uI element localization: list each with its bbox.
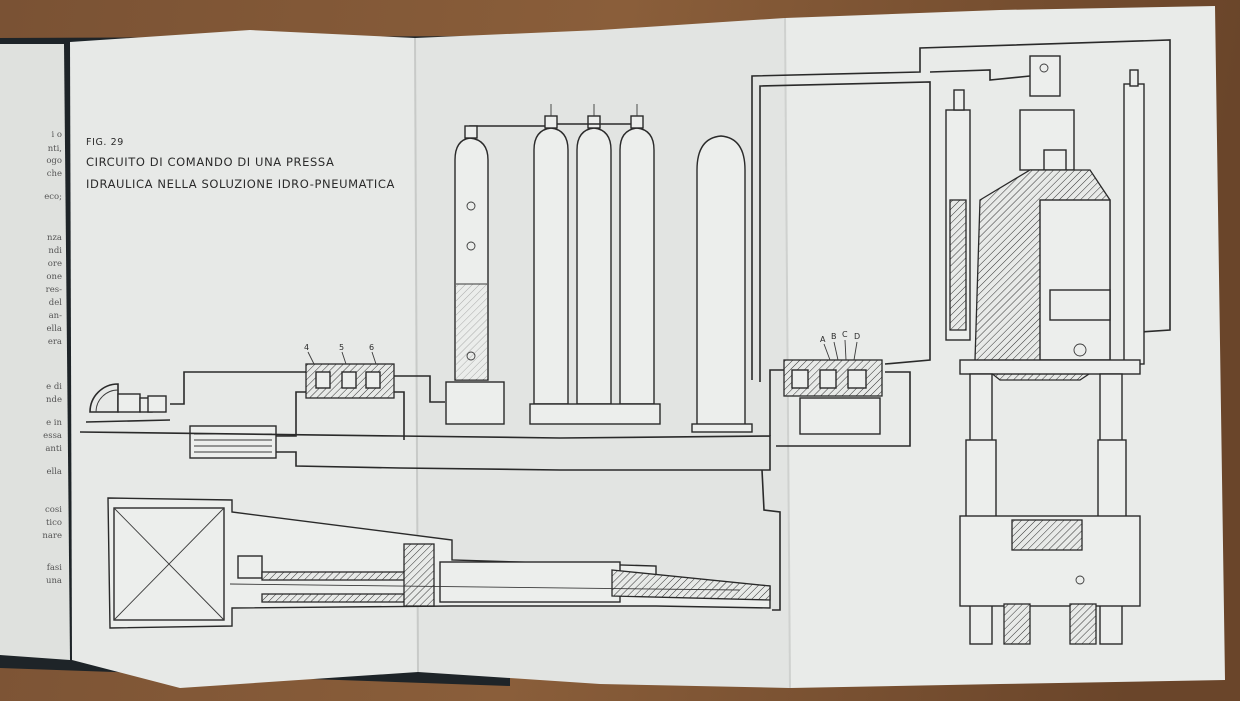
left-page-text-line: e in (46, 418, 62, 428)
valve-label-b: B (831, 332, 837, 341)
left-page-text-line: i o (51, 130, 62, 140)
left-page-text-line: ella (46, 324, 62, 334)
left-page-text-line: essa (43, 431, 62, 441)
left-page-text-line: nti, (48, 144, 62, 154)
left-page-text-line: anti (45, 444, 62, 454)
figure-number: FIG. 29 (86, 137, 124, 148)
valve-label-6: 6 (369, 343, 374, 352)
left-page-text: i o nti, ogo che eco; nza ndi ore one res-del an-e… (42, 130, 62, 586)
gas-cylinders (529, 104, 661, 425)
valve-label-d: D (854, 332, 860, 341)
left-page-text-line: ndi (48, 246, 62, 256)
left-page-text-line: nare (42, 531, 62, 541)
left-page-text-line: fasi (47, 563, 63, 573)
fold-line (784, 17, 791, 689)
air-tank-base (691, 423, 753, 433)
left-page-text-line: nza (47, 233, 62, 243)
figure-title-line-1: CIRCUITO DI COMANDO DI UNA PRESSA (86, 155, 334, 169)
left-page-text-line: una (46, 576, 62, 586)
plunger-cylinder (107, 497, 771, 629)
oil-tank (189, 425, 277, 459)
left-page-text-line: eco; (44, 192, 62, 202)
distributor-valve-right (783, 339, 883, 435)
valve-label-c: C (842, 330, 848, 339)
distributor-valve-left (305, 351, 395, 399)
valve-label-a: A (820, 335, 826, 344)
figure-title-line-2: IDRAULICA NELLA SOLUZIONE IDRO-PNEUMATIC… (86, 177, 395, 191)
valve-label-5: 5 (339, 343, 344, 352)
motor-pump (85, 383, 171, 423)
left-page-text-line: an- (49, 311, 63, 321)
left-page-text-line: del (49, 298, 62, 308)
accumulator-with-gauge (445, 125, 505, 425)
valve-label-4: 4 (304, 343, 309, 352)
left-page-text-line: res- (46, 285, 62, 295)
left-page-text-line: ogo (46, 156, 62, 166)
left-page-text-line: tico (46, 518, 62, 528)
left-page-text-line: che (47, 169, 62, 179)
hydraulic-press (945, 55, 1145, 645)
left-page-text-line: era (48, 337, 62, 347)
left-page-text-line: ore (48, 259, 62, 269)
air-tank (696, 135, 746, 429)
left-page-text-line: ella (46, 467, 62, 477)
left-page (0, 44, 70, 660)
left-page-text-line: cosi (45, 505, 62, 515)
left-page-text-line: nde (46, 395, 62, 405)
left-page-text-line: one (46, 272, 62, 282)
left-page-text-line: e di (46, 382, 62, 392)
